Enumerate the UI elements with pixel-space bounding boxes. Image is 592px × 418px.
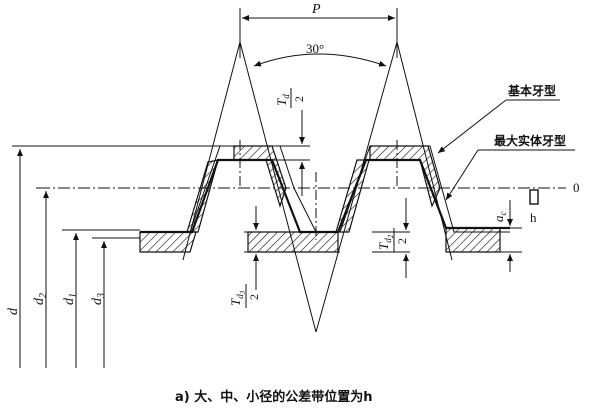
max-material-callout bbox=[445, 149, 575, 201]
svg-text:Td3: Td3 bbox=[228, 290, 247, 306]
diameter-d-label: d bbox=[6, 307, 21, 315]
svg-text:2: 2 bbox=[292, 96, 306, 102]
pitch-dimension bbox=[239, 8, 398, 58]
diameter-d2-label: d2 bbox=[32, 293, 49, 305]
tolerance-zone-crest-right bbox=[369, 145, 441, 208]
diameter-d1-label: d1 bbox=[62, 293, 79, 305]
angle-arc bbox=[253, 53, 387, 67]
max-material-profile-outline bbox=[140, 158, 510, 234]
svg-text:2: 2 bbox=[247, 294, 261, 300]
position-h-label: h bbox=[530, 210, 537, 225]
angle-label: 30° bbox=[306, 41, 324, 56]
ac-label: ac bbox=[491, 212, 508, 223]
svg-text:Td2: Td2 bbox=[376, 234, 395, 250]
fundamental-triangle bbox=[182, 41, 453, 333]
basic-profile-label: 基本牙型 bbox=[507, 83, 556, 98]
basic-profile-callout bbox=[437, 99, 560, 154]
svg-text:2: 2 bbox=[395, 238, 409, 244]
diameter-d3-label: d3 bbox=[90, 293, 107, 305]
max-material-label: 最大实体牙型 bbox=[494, 133, 566, 148]
td2-half-label: Td2 2 bbox=[376, 228, 409, 252]
centre-lines bbox=[239, 140, 398, 240]
svg-text:Td: Td bbox=[274, 94, 291, 106]
extension-lines bbox=[12, 145, 522, 253]
pitch-label: P bbox=[311, 2, 321, 17]
td3-half-label: Td3 2 bbox=[228, 284, 261, 308]
zero-line-label: 0 bbox=[573, 180, 580, 195]
position-h-box bbox=[529, 189, 539, 205]
td-half-label: Td 2 bbox=[274, 88, 306, 108]
diameter-arrows bbox=[17, 149, 107, 368]
tolerance-zone-root-middle bbox=[247, 231, 339, 253]
figure-caption: a) 大、中、小径的公差带位置为h bbox=[175, 389, 373, 405]
